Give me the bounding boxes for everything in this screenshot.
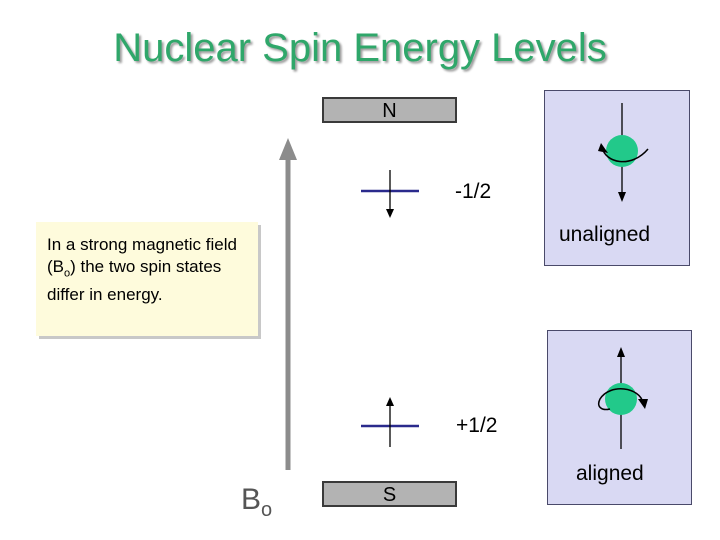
- nucleus-icon: [605, 383, 637, 415]
- north-pole-label: N: [382, 100, 397, 122]
- spin-up-arrow-icon: [386, 397, 394, 406]
- unaligned-label: unaligned: [559, 223, 651, 246]
- note-subscript: o: [64, 267, 71, 280]
- magnet-north-pole: N: [322, 97, 457, 123]
- field-symbol-subscript: o: [261, 499, 273, 521]
- aligned-panel: aligned: [547, 330, 692, 505]
- rotation-arrow-icon: [598, 388, 644, 411]
- upper-level-label: -1/2: [455, 180, 492, 203]
- field-arrow-icon: [279, 138, 297, 470]
- spin-down-arrow-icon: [618, 192, 626, 202]
- energy-level-lower: [361, 397, 419, 447]
- spin-up-arrow-icon: [617, 347, 625, 357]
- aligned-label: aligned: [576, 462, 644, 485]
- note-text-after: ) the two spin states differ in energy.: [47, 257, 222, 305]
- note-text-before: In a strong magnetic field (B: [47, 235, 237, 276]
- magnet-south-pole: S: [322, 481, 457, 507]
- nucleus-icon: [606, 135, 638, 167]
- explanation-note: In a strong magnetic field (Bo) the two …: [36, 222, 258, 336]
- page-title: Nuclear Spin Energy Levels: [113, 26, 607, 70]
- field-symbol: Bo: [241, 483, 272, 522]
- energy-level-upper: [361, 170, 419, 218]
- lower-level-label: +1/2: [456, 414, 498, 437]
- field-symbol-letter: B: [241, 483, 262, 516]
- unaligned-nucleus-figure: [598, 103, 649, 202]
- unaligned-panel: unaligned: [544, 90, 690, 266]
- aligned-nucleus-figure: [598, 347, 648, 449]
- south-pole-label: S: [382, 484, 397, 506]
- spin-down-arrow-icon: [386, 209, 394, 218]
